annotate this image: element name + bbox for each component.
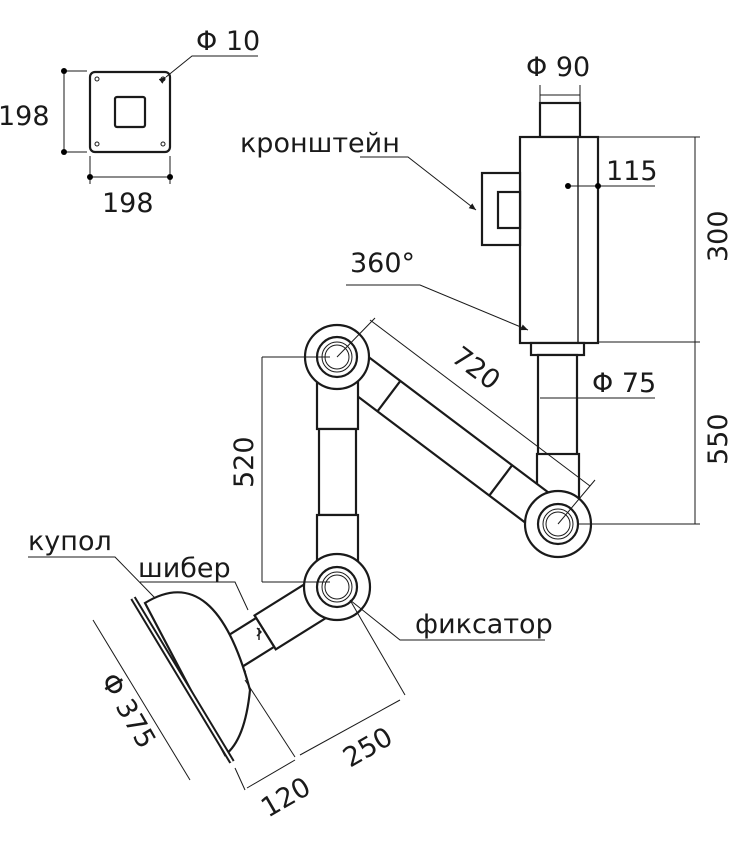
lower-height-label: 550	[703, 413, 734, 465]
vertical-arm	[315, 355, 360, 587]
plate-width-label: 198	[102, 188, 154, 219]
dimension-lines	[28, 85, 700, 791]
fan-cabinet	[480, 101, 600, 516]
dome-depth-label: 120	[256, 771, 316, 824]
dome-label: купол	[28, 526, 112, 557]
cabinet-depth-label: 115	[606, 156, 658, 187]
lock-label: фиксатор	[415, 609, 553, 640]
dome-diameter-label: Φ 375	[94, 668, 162, 754]
diagonal-arm	[339, 352, 557, 529]
plate-height-label: 198	[0, 101, 50, 132]
cabinet-height-label: 300	[703, 210, 734, 262]
damper-label: шибер	[138, 553, 231, 584]
stem-diameter-label: Φ 90	[526, 52, 590, 83]
rotation-label: 360°	[350, 248, 415, 279]
joint-bottom	[302, 552, 372, 622]
hole-diameter-label: Φ 10	[196, 26, 260, 57]
damper-icon	[256, 627, 262, 640]
vertical-arm-label: 520	[229, 436, 260, 488]
dome-assembly	[130, 582, 329, 764]
arm-length-label: 720	[446, 341, 506, 397]
bracket-label: кронштейн	[240, 128, 400, 159]
pipe-diameter-label: Φ 75	[592, 368, 656, 399]
mounting-plate	[61, 55, 258, 184]
